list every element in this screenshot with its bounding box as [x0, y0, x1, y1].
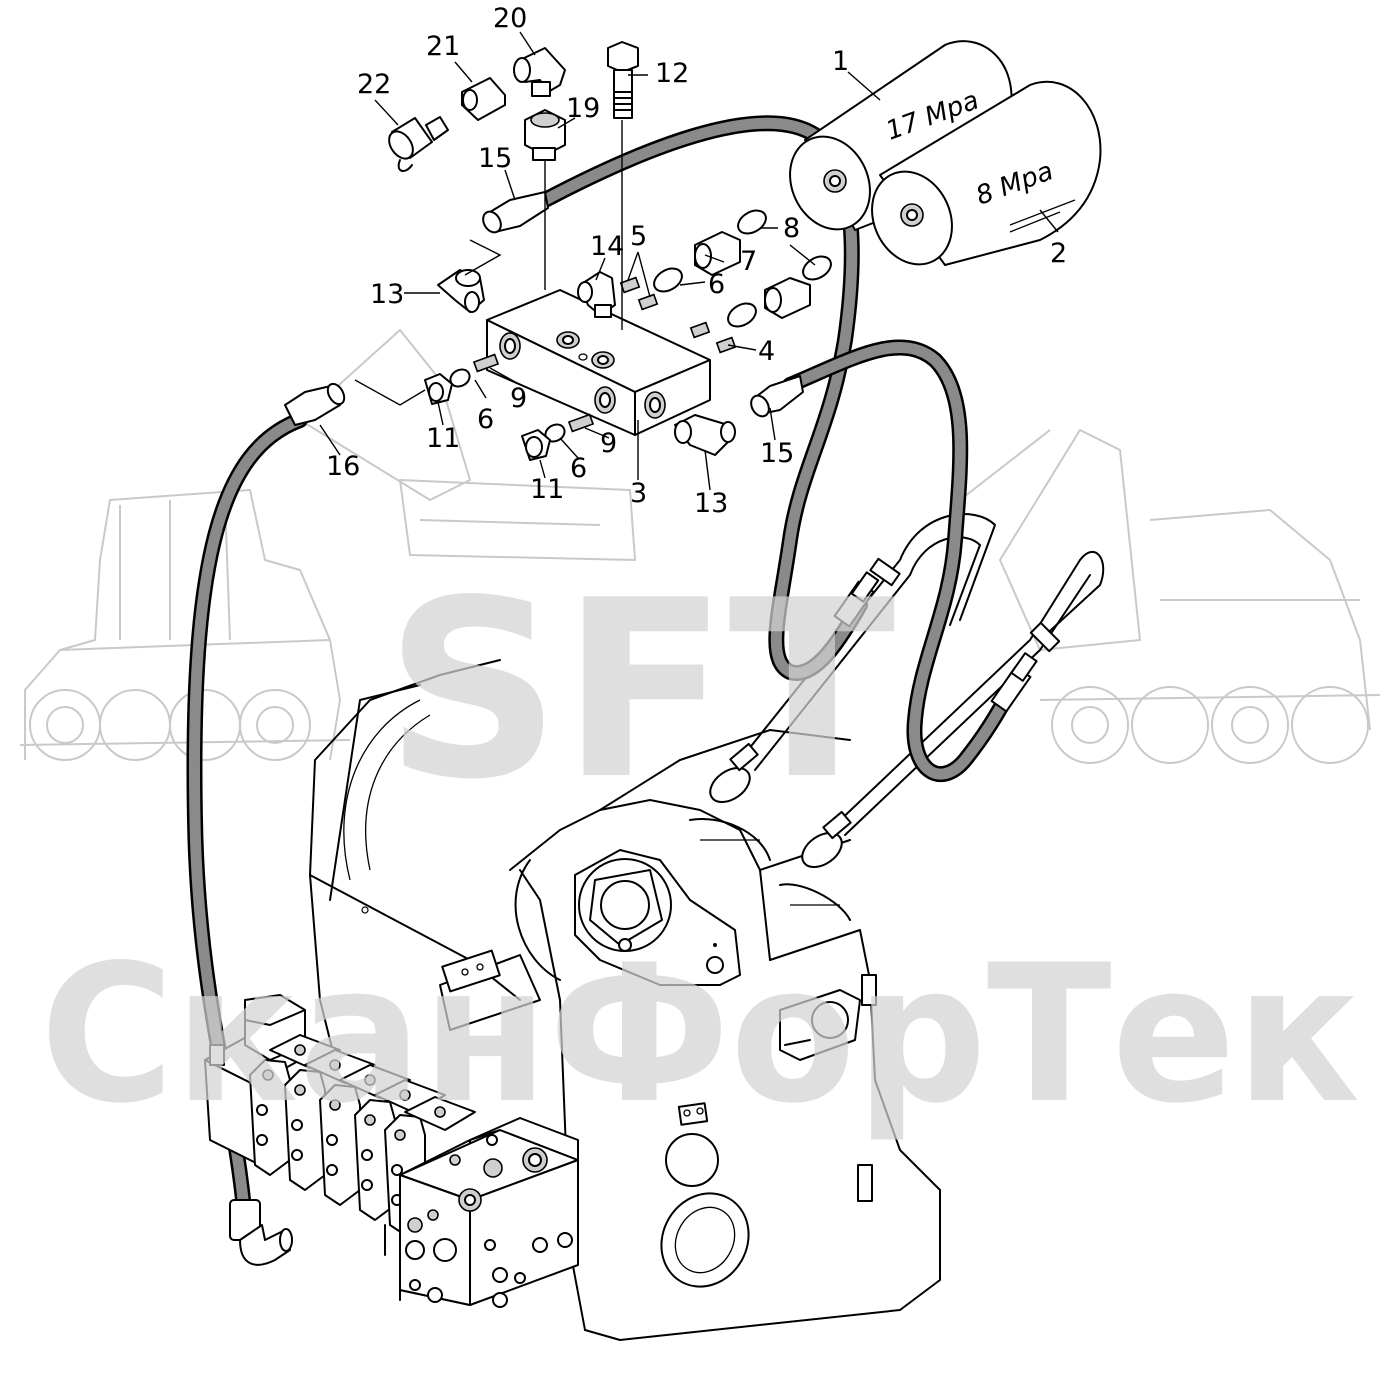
manifold-block: [486, 289, 711, 436]
hose-fittings: [229, 571, 1038, 1266]
part-15-upper-hose-end: [482, 191, 549, 234]
steel-pipes: [709, 513, 1105, 869]
callout-19: 19: [566, 93, 600, 124]
part-13-lower-elbow: [674, 414, 736, 456]
directional-valve-bank: [204, 994, 579, 1308]
callout-6: 6: [708, 269, 725, 300]
callout-14: 14: [590, 231, 624, 262]
part-22-cap: [388, 116, 449, 172]
part-15-right-hose-end: [750, 375, 804, 418]
accumulator-2: [871, 80, 1102, 266]
callout-22: 22: [357, 69, 391, 100]
part-20-elbow: [513, 47, 566, 97]
hose-15-right: [782, 339, 1018, 783]
callout-numbers: 1 2 3 4 5 6 6 6 7 8 9 9 11 11 12 13 13 1…: [326, 3, 1067, 519]
callout-13: 13: [370, 279, 404, 310]
watermark-logo: SFT: [385, 548, 896, 833]
callout-leader-lines: [319, 31, 1059, 491]
callout-15: 15: [478, 143, 512, 174]
part-14-elbow: [577, 271, 616, 318]
fittings-and-seals: [284, 41, 832, 461]
part-12-bolt: [607, 41, 639, 119]
callout-21: 21: [426, 31, 460, 62]
part-11-plug-upper: [424, 373, 453, 405]
callout-3: 3: [630, 478, 647, 509]
callout-2: 2: [1050, 238, 1067, 269]
callout-13: 13: [694, 488, 728, 519]
part-13-upper-elbow: [437, 269, 485, 313]
callout-6: 6: [570, 453, 587, 484]
callout-9: 9: [510, 383, 527, 414]
callout-6: 6: [477, 404, 494, 435]
watermark-company: СканФорТек: [40, 924, 1360, 1145]
callout-5: 5: [630, 221, 647, 252]
callout-15: 15: [760, 438, 794, 469]
callout-12: 12: [655, 58, 689, 89]
part-7-lower-adapter: [764, 277, 811, 319]
callout-1: 1: [832, 46, 849, 77]
callout-4: 4: [758, 336, 775, 367]
part-19-adapter: [524, 109, 566, 161]
callout-16: 16: [326, 451, 360, 482]
part-7-upper-adapter: [694, 231, 741, 276]
callout-11: 11: [530, 474, 564, 505]
watermark-background-outlines: [19, 329, 1381, 764]
callout-11: 11: [426, 423, 460, 454]
callout-8: 8: [783, 213, 800, 244]
hose-top-to-cylinder: [537, 115, 868, 681]
part-16-hose-end: [284, 382, 346, 426]
callout-7: 7: [740, 246, 757, 277]
part-11-plug-lower: [521, 429, 551, 461]
callout-20: 20: [493, 3, 527, 34]
callout-9: 9: [600, 428, 617, 459]
crane-base-body: [309, 659, 941, 1341]
